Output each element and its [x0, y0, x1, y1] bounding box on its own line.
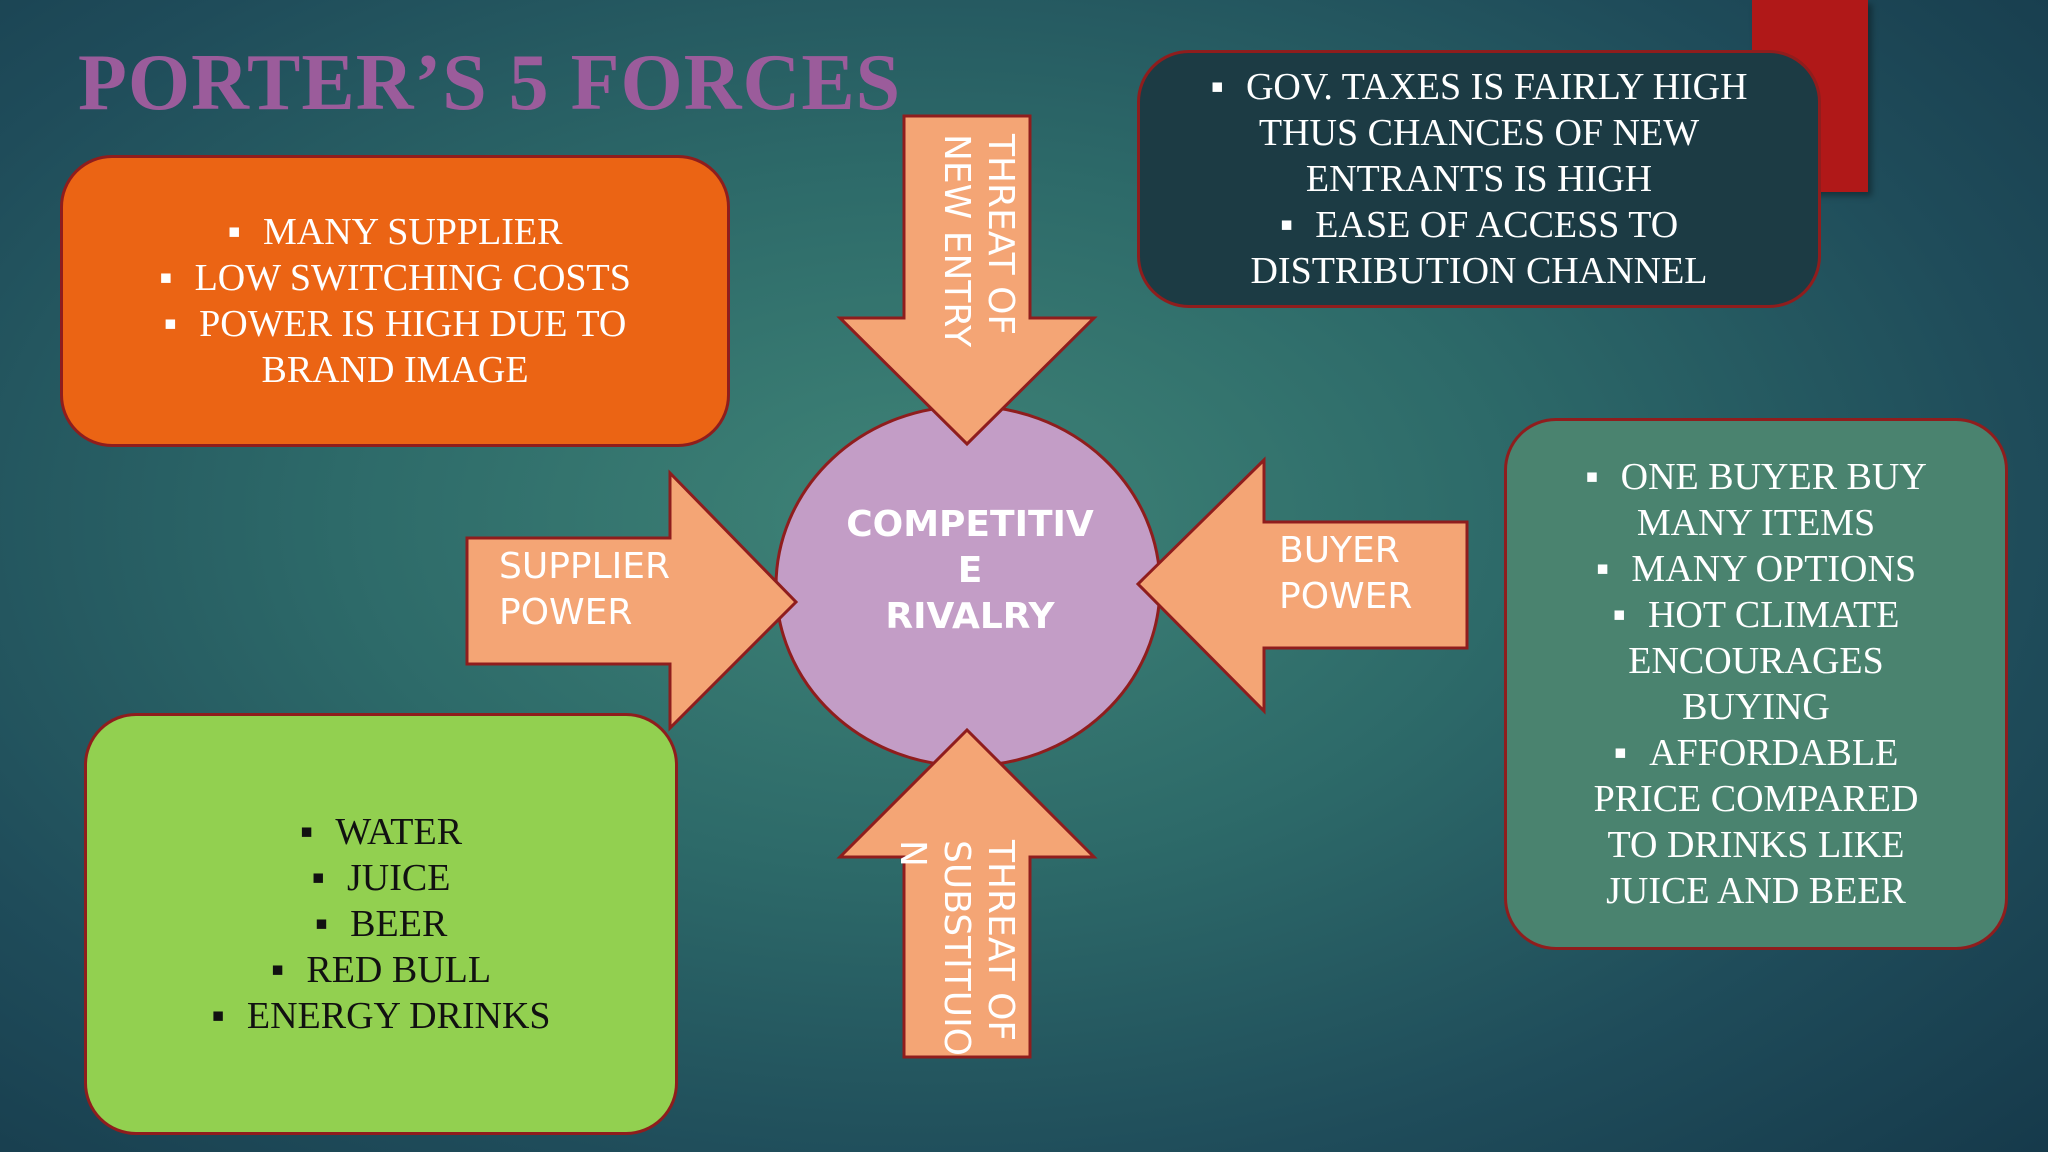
list-item: BEER — [131, 901, 631, 947]
list-item: GOV. TAXES IS FAIRLY HIGH THUS CHANCES O… — [1189, 64, 1769, 202]
list-item: HOT CLIMATE ENCOURAGES BUYING — [1566, 592, 1946, 730]
substitutes-list: WATER JUICE BEER RED BULL ENERGY DRINKS — [131, 809, 631, 1039]
list-item: ONE BUYER BUY MANY ITEMS — [1566, 454, 1946, 546]
buyer-power-box: ONE BUYER BUY MANY ITEMS MANY OPTIONS HO… — [1504, 418, 2008, 950]
new-entry-box: GOV. TAXES IS FAIRLY HIGH THUS CHANCES O… — [1137, 50, 1821, 308]
arrow-supplier-power — [465, 469, 799, 732]
buyer-power-list: ONE BUYER BUY MANY ITEMS MANY OPTIONS HO… — [1566, 454, 1946, 914]
arrow-buyer-power — [1135, 456, 1469, 715]
list-item: JUICE — [131, 855, 631, 901]
arrow-label-supplier-power: SUPPLIER POWER — [499, 546, 671, 633]
supplier-power-box: MANY SUPPLIER LOW SWITCHING COSTS POWER … — [60, 155, 730, 447]
slide-title: PORTER’S 5 FORCES — [78, 39, 902, 127]
new-entry-list: GOV. TAXES IS FAIRLY HIGH THUS CHANCES O… — [1189, 64, 1769, 294]
list-item: EASE OF ACCESS TO DISTRIBUTION CHANNEL — [1189, 202, 1769, 294]
list-item: WATER — [131, 809, 631, 855]
list-item: POWER IS HIGH DUE TO BRAND IMAGE — [135, 301, 655, 393]
list-item: MANY SUPPLIER — [135, 209, 655, 255]
substitutes-box: WATER JUICE BEER RED BULL ENERGY DRINKS — [84, 713, 678, 1135]
supplier-power-list: MANY SUPPLIER LOW SWITCHING COSTS POWER … — [135, 209, 655, 393]
rivalry-label: COMPETITIV E RIVALRY — [846, 504, 1094, 637]
arrow-label-substitution: THREAT OF SUBSTITUIO N — [892, 840, 1021, 1057]
list-item: AFFORDABLE PRICE COMPARED TO DRINKS LIKE… — [1566, 730, 1946, 914]
list-item: ENERGY DRINKS — [131, 993, 631, 1039]
arrow-threat-substitution — [836, 727, 1098, 1059]
list-item: LOW SWITCHING COSTS — [135, 255, 655, 301]
list-item: RED BULL — [131, 947, 631, 993]
arrow-label-new-entry: THREAT OF NEW ENTRY — [936, 134, 1021, 348]
arrow-label-buyer-power: BUYER POWER — [1279, 530, 1413, 617]
list-item: MANY OPTIONS — [1566, 546, 1946, 592]
arrow-new-entry — [836, 114, 1098, 447]
